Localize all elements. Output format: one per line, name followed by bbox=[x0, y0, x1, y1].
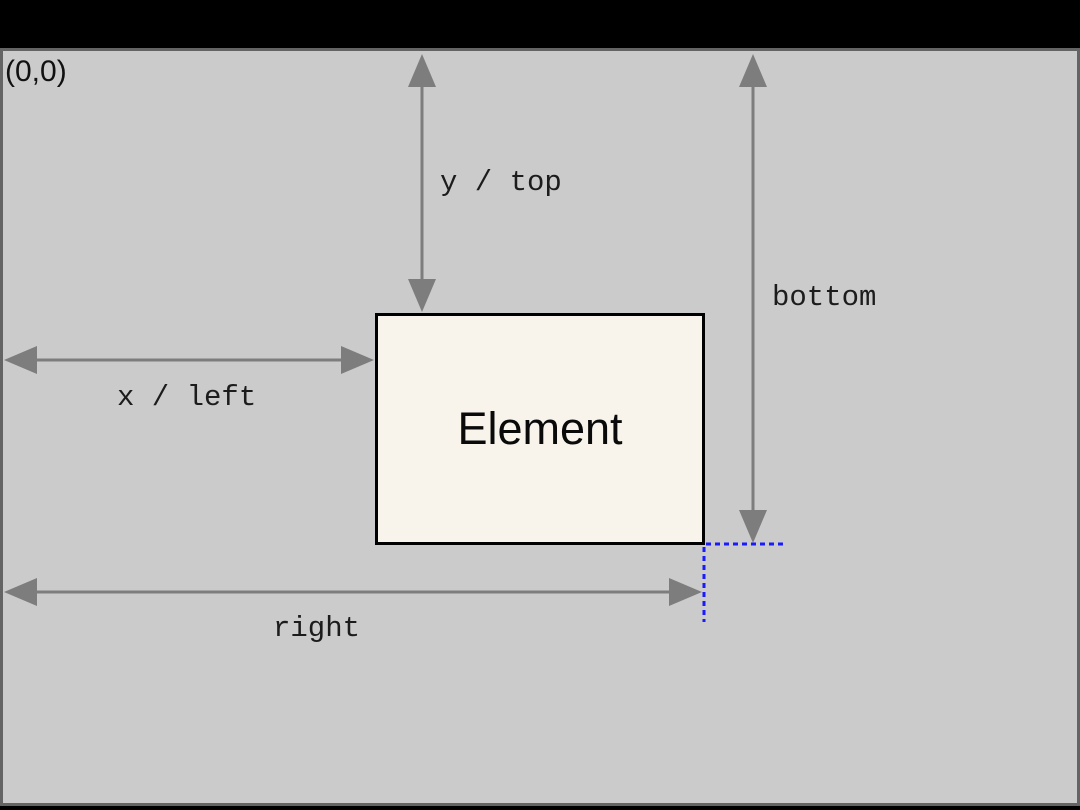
origin-label: (0,0) bbox=[5, 55, 67, 88]
arrowhead-down-icon bbox=[408, 279, 436, 312]
arrowhead-up-icon bbox=[408, 54, 436, 87]
dimension-arrows-layer bbox=[4, 54, 783, 622]
bottom-arrow bbox=[739, 54, 767, 543]
arrowhead-left-icon bbox=[4, 346, 37, 374]
right-label: right bbox=[273, 612, 361, 645]
y-top-arrow bbox=[408, 54, 436, 312]
arrowhead-right-icon bbox=[669, 578, 702, 606]
bottom-label: bottom bbox=[772, 281, 877, 314]
x-left-arrow bbox=[4, 346, 374, 374]
element-box: Element bbox=[375, 313, 705, 545]
element-label: Element bbox=[457, 403, 623, 454]
arrowhead-up-icon bbox=[739, 54, 767, 87]
arrowhead-left-icon bbox=[4, 578, 37, 606]
y-top-label: y / top bbox=[440, 166, 562, 199]
viewport: (0,0) y / top x / left bottom right Elem… bbox=[0, 48, 1080, 806]
x-left-label: x / left bbox=[117, 381, 257, 414]
right-arrow bbox=[4, 578, 702, 606]
arrowhead-down-icon bbox=[739, 510, 767, 543]
arrowhead-right-icon bbox=[341, 346, 374, 374]
